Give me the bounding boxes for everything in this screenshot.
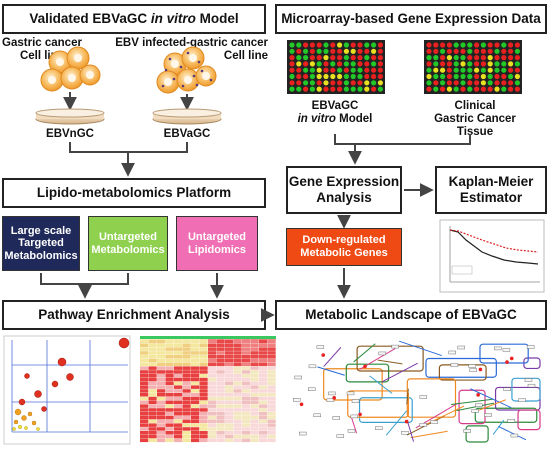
lipido-metabolomics-platform-box: Lipido-metabolomics Platform xyxy=(2,178,266,208)
gene-expression-analysis-title: Gene Expression Analysis xyxy=(288,174,400,205)
sample-label-clinical: Clinical Gastric Cancer Tissue xyxy=(434,100,516,139)
kaplan-meier-box: Kaplan-Meier Estimator xyxy=(435,166,547,214)
cell-line-2-label: EBV infected-gastric cancer Cell line xyxy=(115,37,268,63)
metabolic-landscape-title: Metabolic Landscape of EBVaGC xyxy=(305,307,517,323)
gene-expression-analysis-box: Gene Expression Analysis xyxy=(286,166,402,214)
metabolic-map-thumbnail xyxy=(282,336,546,446)
method-label-untargeted-metabolomics: Untargeted Metabolomics xyxy=(91,230,165,256)
lipido-metabolomics-platform-title: Lipido-metabolomics Platform xyxy=(36,185,232,201)
culture-dish-ebvngc xyxy=(35,108,105,125)
culture-dish-ebvagc xyxy=(152,108,222,125)
sample-label-in-vitro-post: Model xyxy=(335,113,373,126)
heatmap-thumbnail xyxy=(140,336,276,443)
pathway-enrichment-title: Pathway Enrichment Analysis xyxy=(38,307,230,323)
cell-cluster-ebvagc xyxy=(156,46,217,94)
metabolic-landscape-box: Metabolic Landscape of EBVaGC xyxy=(275,300,547,330)
in-vitro-model-title-pre: Validated EBVaGC xyxy=(29,11,151,27)
sample-label-in-vitro-italic: in vitro xyxy=(297,113,336,126)
in-vitro-model-title-post: Model xyxy=(195,11,239,27)
down-regulated-genes-label: Down-regulated Metabolic Genes xyxy=(300,234,388,259)
cell-cluster-ebvngc xyxy=(40,46,101,92)
kaplan-meier-title: Kaplan-Meier Estimator xyxy=(448,174,534,205)
kaplan-meier-plot-thumbnail xyxy=(439,219,545,293)
in-vitro-model-title-box: Validated EBVaGC in vitro Model xyxy=(2,4,266,34)
in-vitro-model-title-italic: in vitro xyxy=(150,11,196,27)
dish-label-ebvngc: EBVnGC xyxy=(46,128,94,140)
microarray-in-vitro xyxy=(287,40,385,94)
method-box-untargeted-lipidomics: Untargeted Lipidomics xyxy=(176,216,258,271)
down-regulated-genes-box: Down-regulated Metabolic Genes xyxy=(286,228,402,266)
dish-label-ebvagc: EBVaGC xyxy=(163,128,211,140)
microarray-title: Microarray-based Gene Expression Data xyxy=(281,11,541,27)
pathway-bubble-plot-thumbnail xyxy=(3,335,131,445)
method-box-targeted-metabolomics: Large scale Targeted Metabolomics xyxy=(2,216,80,271)
pathway-enrichment-box: Pathway Enrichment Analysis xyxy=(2,300,266,330)
microarray-clinical xyxy=(424,40,522,94)
method-label-untargeted-lipidomics: Untargeted Lipidomics xyxy=(187,230,247,256)
method-box-untargeted-metabolomics: Untargeted Metabolomics xyxy=(88,216,168,271)
sample-label-in-vitro: EBVaGC in vitro Model xyxy=(285,100,385,126)
method-label-targeted-metabolomics: Large scale Targeted Metabolomics xyxy=(4,224,78,262)
microarray-title-box: Microarray-based Gene Expression Data xyxy=(275,4,547,34)
sample-label-in-vitro-line1: EBVaGC xyxy=(311,100,359,112)
